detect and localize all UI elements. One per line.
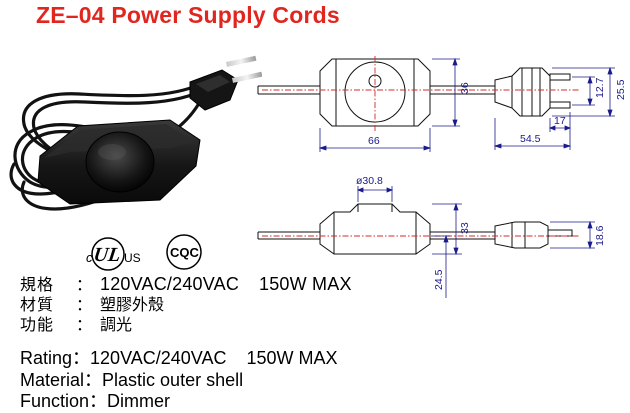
- dim-side-height: 33: [459, 222, 471, 234]
- dim-plug-length: 54.5: [520, 133, 541, 145]
- ul-logo-icon: UL: [91, 237, 125, 271]
- dim-side-depth: 24.5: [433, 269, 445, 290]
- dim-prong-length: 17: [554, 115, 566, 127]
- dim-top-height: 36: [459, 82, 471, 94]
- cqc-logo-icon: CQC: [166, 234, 202, 270]
- ul-us-mark: US: [124, 251, 141, 265]
- spec-en-material: Material：Plastic outer shell: [20, 369, 244, 390]
- svg-text:CQC: CQC: [170, 245, 200, 260]
- dim-knob-diameter: ø30.8: [356, 175, 383, 187]
- product-photo: [9, 55, 262, 211]
- spec-cn-material: 材質：塑膠外殼: [20, 295, 165, 314]
- technical-drawing: 66 36 54.5 17 12.7 25.5 ø30.8 33 24.5 18…: [257, 56, 627, 298]
- certification-marks: c UL US CQC: [86, 234, 202, 271]
- dim-plug-width: 25.5: [615, 79, 627, 100]
- spec-en-function: Function：Dimmer: [20, 391, 171, 411]
- ul-c-mark: c: [86, 250, 93, 265]
- spec-cn-function: 功能：調光: [20, 315, 133, 334]
- dim-prong-gap: 12.7: [594, 77, 606, 98]
- svg-text:UL: UL: [92, 244, 122, 266]
- dim-top-width: 66: [368, 135, 380, 147]
- page-title: ZE–04 Power Supply Cords: [36, 2, 340, 28]
- dim-side-plug-height: 18.6: [594, 225, 606, 246]
